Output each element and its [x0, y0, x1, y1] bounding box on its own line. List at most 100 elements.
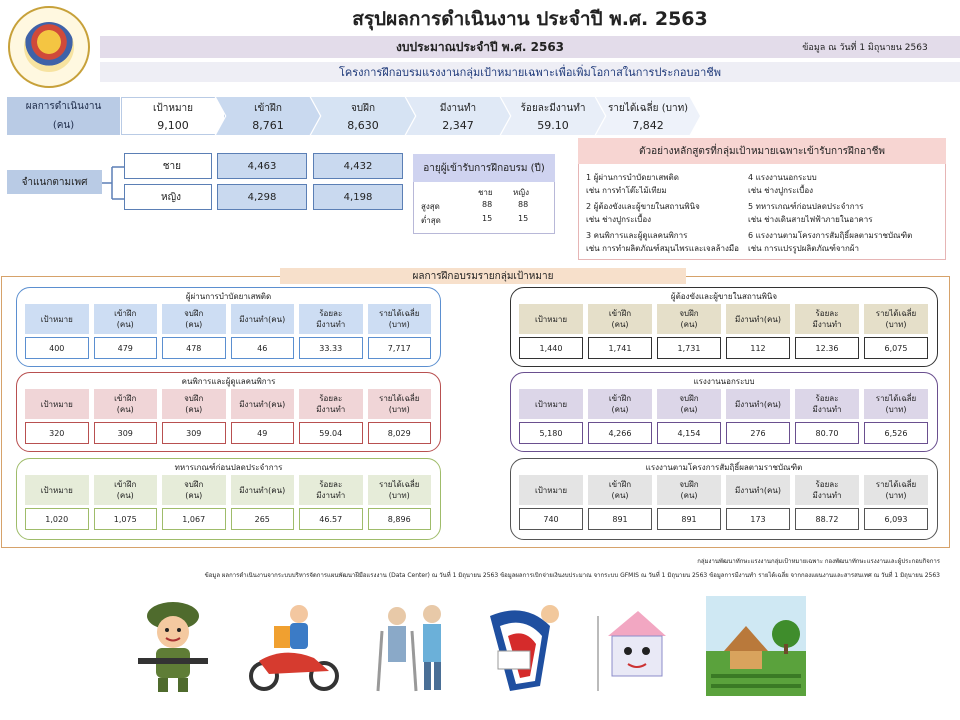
flag-figure-illustration: [490, 605, 559, 691]
result-header-line: จบฝึก: [679, 394, 699, 403]
result-header-income: รายได้เฉลี่ย(บาท): [864, 304, 928, 334]
summary-graduated-value: 8,630: [347, 118, 379, 132]
female-label: หญิง: [124, 184, 212, 210]
result-header-line: (คน): [185, 491, 203, 500]
result-value-income: 6,075: [864, 337, 928, 359]
result-header-target: เป้าหมาย: [25, 475, 89, 505]
summary-graduated-label: จบฝึก: [350, 102, 376, 114]
male-trained: 4,463: [217, 153, 307, 179]
result-value-employed: 276: [726, 422, 790, 444]
result-header-line: เข้าฝึก: [114, 394, 137, 403]
summary-pct-value: 59.10: [537, 118, 569, 132]
result-value-income: 6,093: [864, 508, 928, 530]
result-value-income: 7,717: [367, 337, 431, 359]
result-header-graduated: จบฝึก(คน): [657, 389, 721, 419]
result-header-line: (คน): [611, 320, 629, 329]
result-header-trained: เข้าฝึก(คน): [588, 475, 652, 505]
results-title: ผลการฝึกอบรมรายกลุ่มเป้าหมาย: [280, 268, 686, 284]
footer-org: กลุ่มงานพัฒนาทักษะแรงงานกลุ่มเป้าหมายเฉพ…: [697, 558, 940, 565]
result-header-line: ร้อยละ: [319, 309, 343, 318]
result-header-line: มีงานทำ: [316, 491, 346, 500]
result-header-graduated: จบฝึก(คน): [657, 475, 721, 505]
result-header-pct: ร้อยละมีงานทำ: [795, 475, 859, 505]
result-header-line: จบฝึก: [184, 309, 204, 318]
result-header-line: จบฝึก: [184, 480, 204, 489]
summary-income: รายได้เฉลี่ย (บาท) 7,842: [596, 97, 700, 135]
result-header-graduated: จบฝึก(คน): [162, 389, 226, 419]
example-right-1: 4 แรงงานนอกระบบ: [748, 173, 817, 182]
project-name: โครงการฝึกอบรมแรงงานกลุ่มเป้าหมายเฉพาะเพ…: [339, 66, 721, 79]
result-group-title: ผู้ต้องขังและผู้ขายในสถานพินิจ: [670, 291, 778, 301]
female-graduated: 4,198: [313, 184, 403, 210]
result-header-line: ร้อยละ: [319, 480, 343, 489]
male-label: ชาย: [124, 153, 212, 179]
result-value-income: 6,526: [864, 422, 928, 444]
footer-source: ข้อมูล ผลการดำเนินงานจากระบบบริหารจัดการ…: [204, 572, 940, 579]
result-header-line: (คน): [185, 320, 203, 329]
result-header-line: (คน): [680, 320, 698, 329]
result-header-pct: ร้อยละมีงานทำ: [299, 304, 363, 334]
result-header-employed: มีงานทำ(คน): [726, 475, 790, 505]
age-min-male: 15: [482, 214, 493, 223]
summary-income-label: รายได้เฉลี่ย (บาท): [607, 102, 689, 114]
result-header-line: (คน): [185, 405, 203, 414]
result-value-employed: 49: [230, 422, 294, 444]
summary-employed-pct: ร้อยละมีงานทำ 59.10: [501, 97, 605, 135]
result-value-target: 320: [25, 422, 89, 444]
result-value-pct: 88.72: [795, 508, 859, 530]
example-left-2: เช่น การทำโต๊ะไม้เทียม: [586, 186, 667, 195]
result-value-income: 8,029: [367, 422, 431, 444]
result-header-line: มีงานทำ(คน): [735, 399, 781, 409]
result-value-target: 1,440: [519, 337, 583, 359]
result-header-line: มีงานทำ(คน): [239, 314, 286, 324]
age-max-female: 88: [518, 200, 529, 209]
result-header-employed: มีงานทำ(คน): [230, 389, 294, 419]
result-header-graduated: จบฝึก (คน): [162, 304, 226, 334]
result-value-pct: 80.70: [795, 422, 859, 444]
result-group: [16, 458, 441, 540]
summary-income-value: 7,842: [632, 118, 664, 132]
summary-graduated: จบฝึก 8,630: [311, 97, 415, 135]
result-value-target: 1,020: [25, 508, 89, 530]
result-value-graduated: 1,067: [162, 508, 226, 530]
result-header-line: ร้อยละ: [815, 394, 839, 403]
result-header-line: มีงานทำ: [812, 491, 842, 500]
summary-employed-value: 2,347: [442, 118, 474, 132]
result-header-line: รายได้เฉลี่ย: [379, 480, 420, 489]
result-value-trained: 4,266: [588, 422, 652, 444]
result-header-line: มีงานทำ: [812, 405, 842, 414]
result-header-line: เป้าหมาย: [534, 485, 568, 495]
result-value-graduated: 4,154: [657, 422, 721, 444]
summary-employed-label: มีงานทำ: [439, 102, 477, 114]
budget-bar: [100, 36, 960, 58]
result-group: [16, 372, 441, 452]
result-header-line: มีงานทำ: [316, 320, 346, 329]
page-title: สรุปผลการดำเนินงาน ประจำปี พ.ศ. 2563: [352, 8, 708, 30]
result-value-employed: 173: [726, 508, 790, 530]
summary-employed: มีงานทำ 2,347: [406, 97, 510, 135]
result-header-line: จบฝึก: [679, 309, 699, 318]
data-date: ข้อมูล ณ วันที่ 1 มิถุนายน 2563: [802, 43, 928, 53]
result-header-pct: ร้อยละมีงานทำ: [299, 389, 363, 419]
result-value-employed: 112: [726, 337, 790, 359]
result-header-income: รายได้เฉลี่ย(บาท): [367, 475, 431, 505]
result-header-graduated: จบฝึก (คน): [657, 304, 721, 334]
result-group: [510, 458, 938, 540]
result-header-line: (บาท): [885, 491, 907, 500]
result-header-line: เข้าฝึก: [114, 480, 137, 489]
result-header-line: เป้าหมาย: [40, 314, 73, 324]
result-header-target: เป้าหมาย: [519, 475, 583, 505]
result-value-graduated: 891: [657, 508, 721, 530]
result-header-line: (บาท): [388, 320, 410, 329]
example-left-4: เช่น ช่างปูกระเบื้อง: [586, 215, 652, 224]
result-header-line: รายได้เฉลี่ย: [875, 394, 917, 403]
age-col-male: ชาย: [478, 188, 493, 197]
summary-target-label: เป้าหมาย: [152, 102, 194, 114]
result-header-trained: เข้าฝึก(คน): [93, 475, 157, 505]
result-header-line: รายได้เฉลี่ย: [875, 309, 917, 318]
summary-label-line2: (คน): [52, 120, 75, 131]
result-group-title: แรงงานนอกระบบ: [693, 376, 755, 386]
example-right-3: 5 ทหารเกณฑ์ก่อนปลดประจำการ: [748, 202, 864, 211]
result-group-title: คนพิการและผู้ดูแลคนพิการ: [181, 376, 276, 386]
result-header-trained: เข้าฝึก(คน): [93, 389, 157, 419]
